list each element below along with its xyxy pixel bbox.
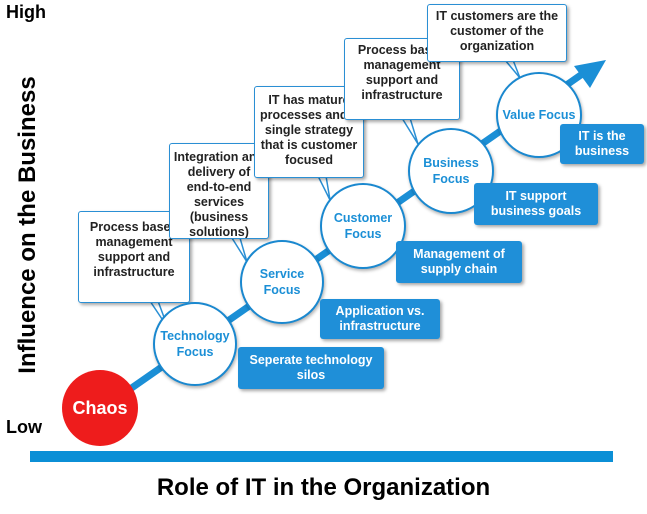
callout-value: IT customers are the customer of the org…	[427, 4, 567, 62]
stage-technology-focus: Technology Focus	[153, 302, 237, 386]
stage-business-focus: Business Focus	[408, 128, 494, 214]
y-axis-low-label: Low	[6, 417, 42, 437]
stage-service-focus: Service Focus	[240, 240, 324, 324]
outcome-value: IT is the business	[560, 124, 644, 164]
callout-service: Integration and delivery of end-to-end s…	[169, 143, 269, 239]
outcome-service: Application vs. infrastructure	[320, 299, 440, 339]
y-axis-high-label: High	[6, 2, 46, 22]
x-axis-title: Role of IT in the Organization	[156, 474, 491, 501]
stage-customer-focus: Customer Focus	[320, 183, 406, 269]
x-axis-bar	[30, 451, 613, 462]
outcome-technology: Seperate technology silos	[238, 347, 384, 389]
outcome-customer: Management of supply chain	[396, 241, 522, 283]
chaos-circle: Chaos	[62, 370, 138, 446]
outcome-business: IT support business goals	[474, 183, 598, 225]
